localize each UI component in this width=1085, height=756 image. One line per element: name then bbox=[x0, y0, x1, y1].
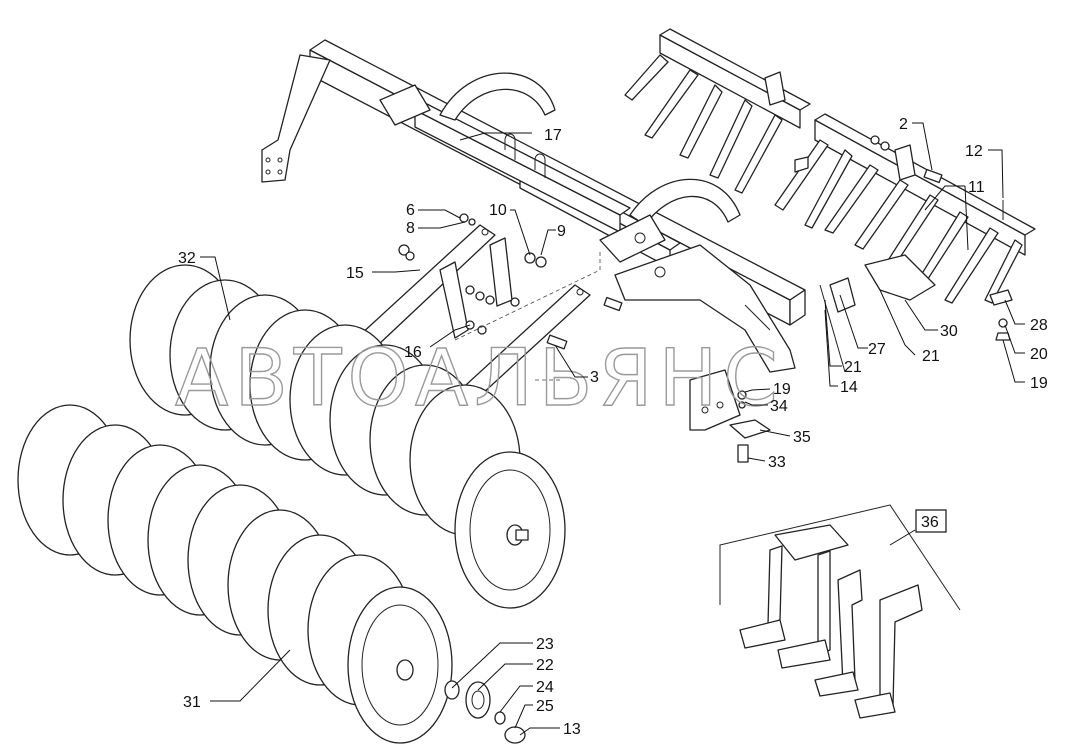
label-part-6: 6 bbox=[406, 202, 415, 219]
label-part-23: 23 bbox=[536, 636, 554, 653]
label-part-19-bracket: 19 bbox=[773, 381, 791, 398]
label-part-32: 32 bbox=[178, 250, 196, 267]
label-part-19-right: 19 bbox=[1030, 375, 1048, 392]
link-arms bbox=[359, 213, 623, 406]
main-frame-beam bbox=[261, 39, 806, 373]
label-part-12: 12 bbox=[965, 143, 983, 160]
label-part-16: 16 bbox=[404, 344, 422, 361]
label-part-3: 3 bbox=[590, 369, 599, 386]
label-part-33: 33 bbox=[768, 454, 786, 471]
mount-bracket bbox=[689, 369, 771, 463]
label-part-25: 25 bbox=[536, 698, 554, 715]
bearing-parts bbox=[444, 680, 526, 744]
label-part-31: 31 bbox=[183, 694, 201, 711]
label-part-20: 20 bbox=[1030, 346, 1048, 363]
front-tine-bar bbox=[774, 113, 1036, 373]
label-part-14: 14 bbox=[840, 379, 858, 396]
label-part-10: 10 bbox=[489, 202, 507, 219]
rear-tine-bar bbox=[624, 28, 811, 194]
roller-32 bbox=[129, 264, 566, 609]
label-box-36 bbox=[915, 509, 947, 533]
label-part-11: 11 bbox=[968, 179, 985, 196]
label-part-21-left: 21 bbox=[844, 359, 862, 376]
label-part-21-right: 21 bbox=[922, 348, 940, 365]
label-part-2: 2 bbox=[899, 116, 908, 133]
watermark-text: АВТОАЛЬЯНС bbox=[175, 334, 784, 424]
label-part-35: 35 bbox=[793, 429, 811, 446]
label-part-24: 24 bbox=[536, 679, 554, 696]
leader-lines bbox=[200, 122, 1025, 736]
label-part-15: 15 bbox=[346, 265, 364, 282]
label-part-17: 17 bbox=[544, 127, 562, 144]
part-labels: 17 2 12 11 6 8 10 9 32 15 16 3 19 34 35 … bbox=[178, 116, 1048, 738]
label-part-9: 9 bbox=[557, 223, 566, 240]
label-part-22: 22 bbox=[536, 657, 554, 674]
label-part-13: 13 bbox=[563, 721, 581, 738]
inset-shank-set bbox=[719, 504, 961, 719]
label-part-28: 28 bbox=[1030, 317, 1048, 334]
label-part-30: 30 bbox=[940, 323, 958, 340]
label-part-8: 8 bbox=[406, 220, 415, 237]
roller-31 bbox=[17, 404, 453, 744]
label-part-34: 34 bbox=[770, 398, 788, 415]
label-part-36: 36 bbox=[921, 514, 939, 531]
label-part-27: 27 bbox=[868, 341, 886, 358]
